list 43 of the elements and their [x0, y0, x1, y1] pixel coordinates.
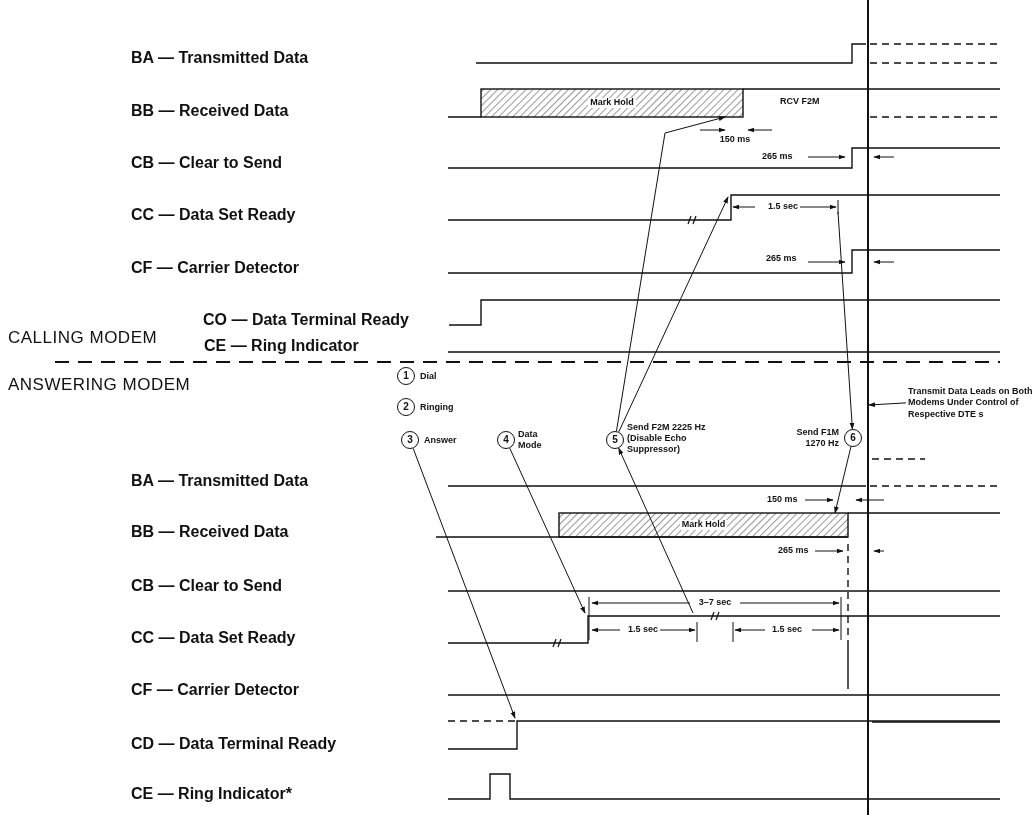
timing-label: 265 ms — [764, 254, 799, 264]
timing-label: 265 ms — [760, 152, 795, 162]
timing-label: 150 ms — [717, 135, 753, 145]
signal-name: CC — Data Set Ready — [131, 629, 296, 647]
section-heading: CALLING MODEM — [8, 328, 158, 348]
leader-arrow — [868, 402, 907, 408]
timing-label: 265 ms — [776, 546, 811, 556]
signal-name: BA — Transmitted Data — [131, 49, 309, 67]
bar-label: Mark Hold — [679, 520, 728, 530]
leader-arrow — [412, 447, 516, 719]
signal-name: CF — Carrier Detector — [131, 259, 300, 277]
step-circle: 2 — [397, 398, 415, 416]
leader-arrow — [618, 196, 729, 433]
timing-label: 1.5 sec — [626, 625, 660, 635]
signal-name: CO — Data Terminal Ready — [203, 311, 409, 329]
timing-label: 3–7 sec — [696, 598, 734, 608]
signal-name: BB — Received Data — [131, 523, 289, 541]
step-circle: 3 — [401, 431, 419, 449]
signal-name: CB — Clear to Send — [131, 577, 283, 595]
step-circle: 6 — [844, 429, 862, 447]
signal-name: BA — Transmitted Data — [131, 472, 309, 490]
timing-label: 1.5 sec — [770, 625, 804, 635]
note-text: Transmit Data Leads on Both Modems Under Control of Respective DTE s — [908, 386, 1033, 420]
signal-name: CD — Data Terminal Ready — [131, 735, 337, 753]
step-circle: 5 — [606, 431, 624, 449]
signal-name: CB — Clear to Send — [131, 154, 283, 172]
signal-name: CE — Ring Indicator* — [131, 785, 292, 803]
leader-arrow — [509, 447, 586, 614]
timing-label: 150 ms — [765, 495, 800, 505]
step-circle: 4 — [497, 431, 515, 449]
leader-arrow — [615, 116, 726, 432]
signal-name: CC — Data Set Ready — [131, 206, 296, 224]
signal-name: CF — Carrier Detector — [131, 681, 300, 699]
step-circle: 1 — [397, 367, 415, 385]
section-heading: ANSWERING MODEM — [8, 375, 191, 395]
leader-arrow — [837, 211, 855, 430]
leader-arrow — [834, 446, 852, 514]
reference-line — [867, 0, 869, 815]
signal-name: CE — Ring Indicator — [204, 337, 359, 355]
bar-label: Mark Hold — [588, 98, 636, 108]
timing-label: 1.5 sec — [766, 202, 800, 212]
timing-label: RCV F2M — [778, 97, 822, 107]
signal-name: BB — Received Data — [131, 102, 289, 120]
